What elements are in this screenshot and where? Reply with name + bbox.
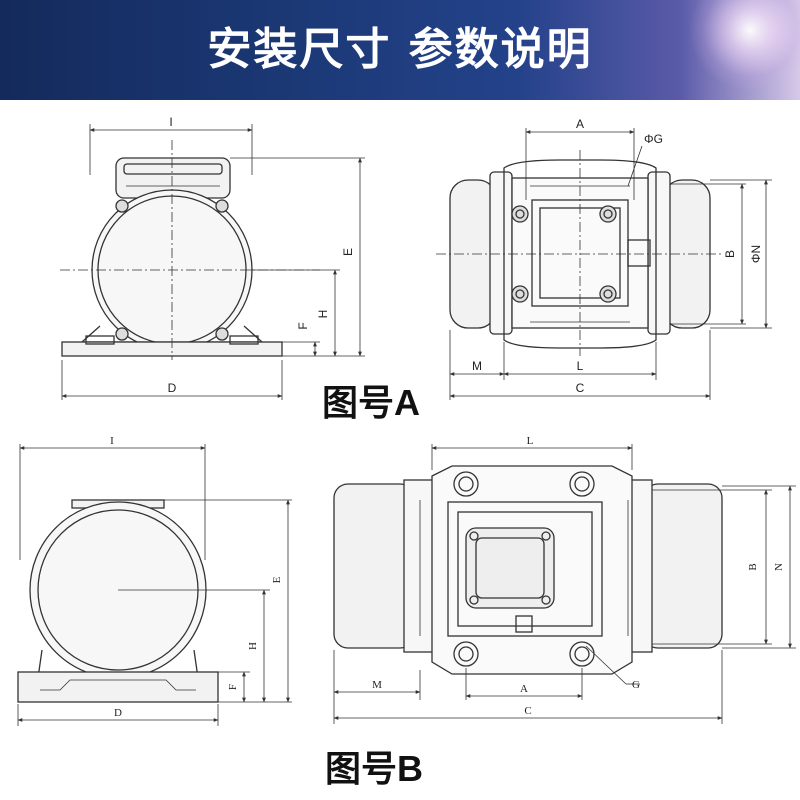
dim-b-n: N (773, 563, 785, 571)
dim-a-l: L (577, 359, 584, 373)
figure-a-top-dimensions (449, 128, 772, 400)
dim-a-f: F (296, 322, 310, 329)
page-title: 安装尺寸 参数说明 (207, 24, 593, 75)
dim-a-n: ΦN (749, 245, 763, 263)
dim-b-f: F (227, 684, 239, 690)
dim-a-c: C (576, 381, 585, 395)
dim-a-e: E (341, 248, 355, 256)
dim-b-b: B (747, 563, 759, 570)
header-banner: 安装尺寸 参数说明 (0, 0, 800, 100)
dim-b-c: C (524, 705, 531, 717)
dim-b-l: L (527, 435, 534, 447)
figure-a-front-view (60, 140, 320, 360)
dim-b-d: D (114, 707, 122, 719)
figure-b-caption: 图号B (325, 748, 423, 789)
dim-b-m: M (372, 679, 382, 691)
dim-a-d: D (168, 381, 177, 395)
dim-a-g: ΦG (644, 132, 663, 146)
dim-a-h: H (316, 310, 330, 319)
figure-a-top-view (436, 150, 724, 356)
dim-b-i: I (110, 435, 114, 447)
figure-b-top-view (333, 465, 723, 675)
figure-b-top-dimensions (333, 444, 796, 724)
figure-a-front-dimensions (61, 124, 365, 400)
figure-a-caption: 图号A (322, 382, 420, 423)
figure-b-front-view (17, 499, 270, 703)
dim-a-a: A (576, 117, 584, 131)
dim-a-m: M (472, 359, 482, 373)
dim-a-i: I (169, 115, 172, 129)
dim-b-h: H (247, 642, 259, 650)
figure-b-front-dimensions (17, 444, 292, 726)
dim-b-e: E (271, 576, 283, 583)
dim-b-g: G (632, 679, 640, 691)
dim-a-b: B (723, 250, 737, 258)
dim-b-a: A (520, 683, 528, 695)
